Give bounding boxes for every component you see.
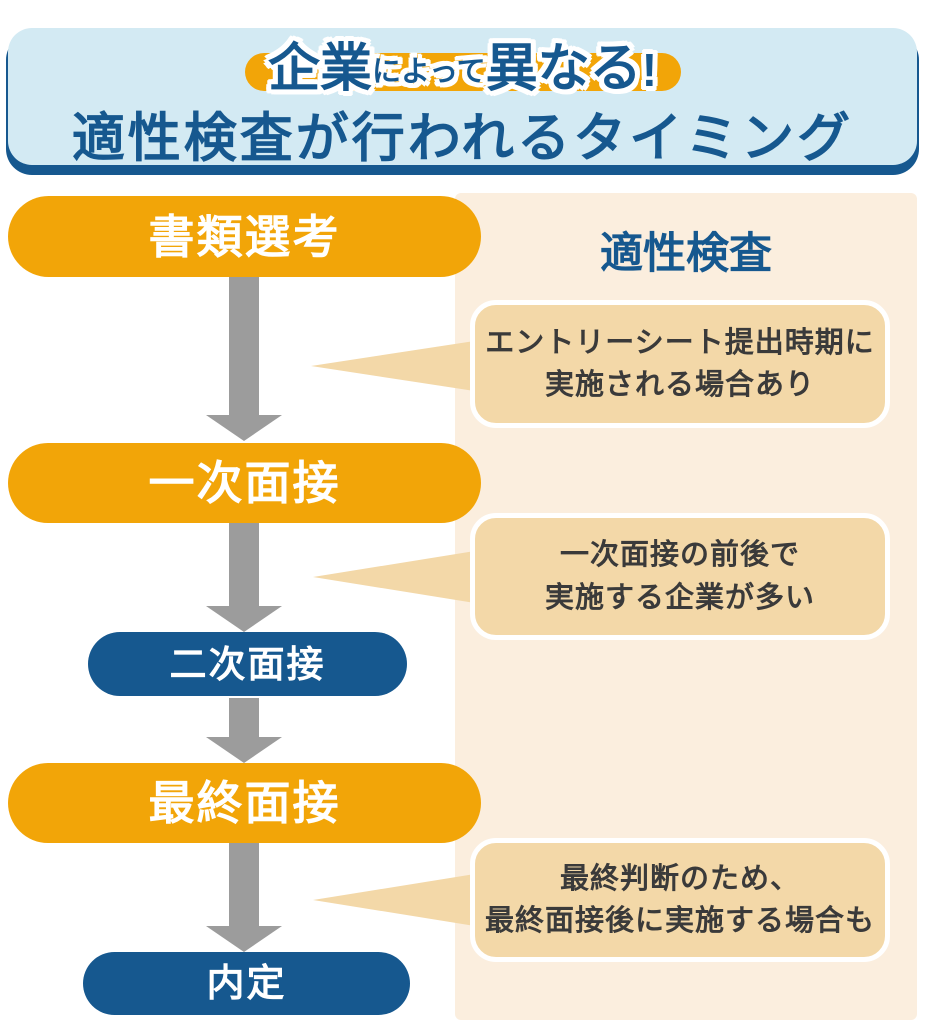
arrow-down-icon	[206, 523, 282, 632]
arrow-down-icon	[206, 843, 282, 952]
arrow-shaft	[229, 523, 259, 606]
flow-step-second-interview: 二次面接	[88, 632, 407, 696]
badge-text-part2: によって	[371, 56, 486, 88]
note-line: 最終面接後に実施する場合も	[484, 905, 875, 937]
bubble-tail-3	[313, 873, 481, 927]
flow-step-document-screening: 書類選考	[8, 196, 481, 277]
header-banner: 企業によって異なる! 適性検査が行われるタイミング	[8, 28, 917, 165]
note-bubble-final-interview: 最終判断のため、 最終面接後に実施する場合も	[470, 838, 890, 962]
flow-step-label: 最終面接	[148, 777, 341, 829]
note-line: 実施される場合あり	[544, 369, 815, 401]
arrow-shaft	[229, 277, 259, 415]
header-badge-text: 企業によって異なる!	[125, 43, 801, 95]
flow-step-job-offer: 内定	[83, 952, 410, 1015]
arrow-down-icon	[206, 698, 282, 763]
badge-text-part1: 企業	[267, 40, 372, 98]
note-bubble-entry-sheet: エントリーシート提出時期に 実施される場合あり	[470, 300, 890, 428]
arrow-head	[206, 415, 282, 441]
note-line: 最終判断のため、	[559, 862, 800, 895]
arrow-head	[206, 737, 282, 763]
badge-text-part3: 異なる	[485, 40, 642, 98]
header-badge: 企業によって異なる!	[244, 43, 681, 95]
note-bubble-first-interview: 一次面接の前後で 実施する企業が多い	[470, 513, 890, 640]
panel-title: 適性検査	[600, 230, 772, 278]
bubble-tail-1	[311, 340, 481, 392]
flow-step-label: 内定	[206, 962, 287, 1005]
arrow-head	[206, 926, 282, 952]
flow-step-first-interview: 一次面接	[8, 443, 481, 523]
arrow-shaft	[229, 698, 259, 737]
page-title: 適性検査が行われるタイミング	[71, 109, 854, 168]
flow-step-label: 二次面接	[169, 643, 326, 685]
bubble-tail-2	[313, 550, 481, 604]
arrow-down-icon	[206, 277, 282, 441]
arrow-shaft	[229, 843, 259, 926]
note-line: 実施する企業が多い	[544, 581, 815, 614]
note-line: 一次面接の前後で	[559, 539, 800, 572]
badge-text-exclaim: !	[641, 44, 658, 96]
arrow-head	[206, 606, 282, 632]
flow-step-final-interview: 最終面接	[8, 763, 481, 843]
flow-step-label: 一次面接	[148, 457, 341, 509]
note-line: エントリーシート提出時期に	[485, 326, 875, 359]
flow-step-label: 書類選考	[148, 210, 341, 263]
